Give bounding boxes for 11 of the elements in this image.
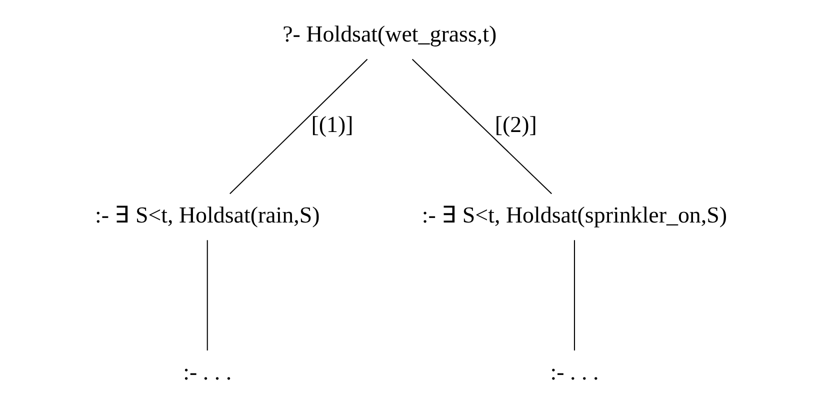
connector	[230, 58, 368, 194]
node-text: :- . . .	[550, 360, 599, 385]
node-text: :- ∃ S<t, Holdsat(rain,S)	[94, 202, 320, 228]
connector	[412, 58, 552, 194]
connector	[206, 240, 208, 350]
node-text: :- ∃ S<t, Holdsat(sprinkler_on,S)	[422, 202, 728, 228]
node-text: :- . . .	[183, 360, 232, 385]
connector	[574, 240, 575, 350]
edge-label: [(1)]	[311, 112, 354, 138]
node-text: ?- Holdsat(wet_grass,t)	[282, 22, 497, 47]
edge-label: [(2)]	[494, 112, 537, 138]
